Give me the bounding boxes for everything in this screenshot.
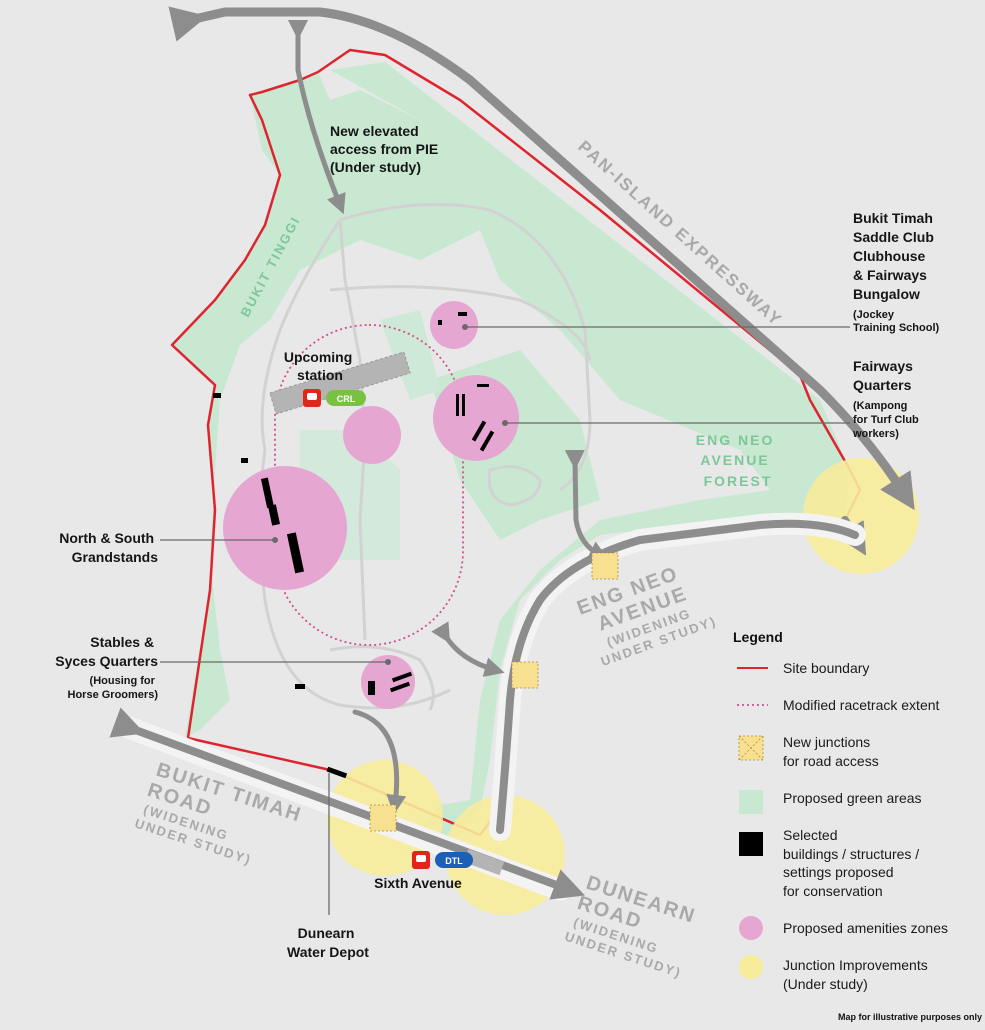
amenity-zones <box>223 301 519 709</box>
label-water-depot: Dunearn <box>298 925 355 941</box>
svg-text:Junction Improvements (U: Junction Improvements (Under study) <box>783 957 932 992</box>
label-saddle-club: Bukit Timah <box>853 210 933 226</box>
svg-text:Site boundary: Site boundary <box>783 660 869 676</box>
map-labels: New elevated access from PIE (Under stud… <box>55 123 939 960</box>
pie-elevated-access <box>288 20 346 215</box>
svg-text:New elevated access from: New elevated access from PIE (Under stud… <box>330 123 442 175</box>
label-grandstands: North & South <box>59 530 154 546</box>
svg-text:New junctions for road a: New junctions for road access <box>783 734 879 769</box>
access-arrow-south <box>431 621 505 677</box>
access-arrow-sixth <box>352 709 407 815</box>
label-stables: Stables & <box>90 634 154 650</box>
svg-text:Stables & Syces Quarters: Stables & Syces Quarters <box>55 634 158 669</box>
svg-text:Upcoming station: Upcoming station <box>284 349 356 383</box>
svg-text:(Housing for Horse Groom: (Housing for Horse Groomers) <box>68 675 159 701</box>
amenity-zone-station <box>343 406 401 464</box>
new-junction-marker <box>591 552 619 580</box>
svg-text:North & South Grandstand: North & South Grandstands <box>59 530 158 565</box>
svg-text:Bukit Timah Saddle Club: Bukit Timah Saddle Club Clubhouse & Fair… <box>853 210 938 302</box>
svg-text:Proposed green areas: Proposed green areas <box>783 790 922 806</box>
amenity-zone-fairways <box>433 375 519 461</box>
legend-amenity-icon <box>739 916 763 940</box>
new-junction-marker <box>369 804 397 832</box>
new-junctions <box>369 552 619 832</box>
label-access-pie: New elevated <box>330 123 419 139</box>
svg-text:(Kampong for Turf Club: (Kampong for Turf Club workers) <box>852 400 922 440</box>
svg-text:Dunearn Water Depot: Dunearn Water Depot <box>287 925 369 960</box>
svg-text:Modified racetrack extent: Modified racetrack extent <box>783 697 940 713</box>
road-label-dunearn: DUNEARN ROAD (WIDENING UNDER STUDY) <box>563 872 699 981</box>
pan-island-expressway <box>168 6 915 511</box>
legend-new-junction-icon <box>738 735 764 761</box>
svg-text:Proposed amenities zones: Proposed amenities zones <box>783 920 948 936</box>
label-eng-neo-forest: ENG NEO <box>696 432 775 448</box>
svg-text:ENG NEO AVENUE FOR: ENG NEO AVENUE FOREST <box>696 432 780 489</box>
svg-text:Selected buildings / str: Selected buildings / structures / settin… <box>783 827 923 899</box>
dtl-badge: DTL <box>445 856 463 866</box>
dtl-station-marker[interactable]: DTL <box>412 851 473 869</box>
conservation-buildings <box>213 312 495 779</box>
leader-lines <box>160 326 850 915</box>
label-sixth-avenue: Sixth Avenue <box>374 875 462 891</box>
crl-badge: CRL <box>337 394 356 404</box>
leader-dots <box>272 324 508 665</box>
legend-title: Legend <box>733 629 783 645</box>
dtl-station-box <box>463 848 505 876</box>
footnote: Map for illustrative purposes only <box>838 1012 982 1022</box>
label-fairways: Fairways <box>853 358 913 374</box>
new-junction-marker <box>511 661 539 689</box>
legend-green-area-icon <box>739 790 763 814</box>
legend-junction-improvement-icon <box>739 955 763 979</box>
legend: Legend Site boundary Modified racetrack … <box>733 629 982 1022</box>
label-upcoming-station: Upcoming <box>284 349 352 365</box>
amenity-zone-grandstands <box>223 466 347 590</box>
svg-text:(Jockey Training School): (Jockey Training School) <box>853 309 940 334</box>
crl-station-marker[interactable]: CRL <box>303 389 366 407</box>
amenity-zone-stables <box>361 655 415 709</box>
legend-conservation-icon <box>739 832 763 856</box>
svg-text:Fairways Quarters: Fairways Quarters <box>853 358 917 393</box>
amenity-zone-saddle-club <box>430 301 478 349</box>
